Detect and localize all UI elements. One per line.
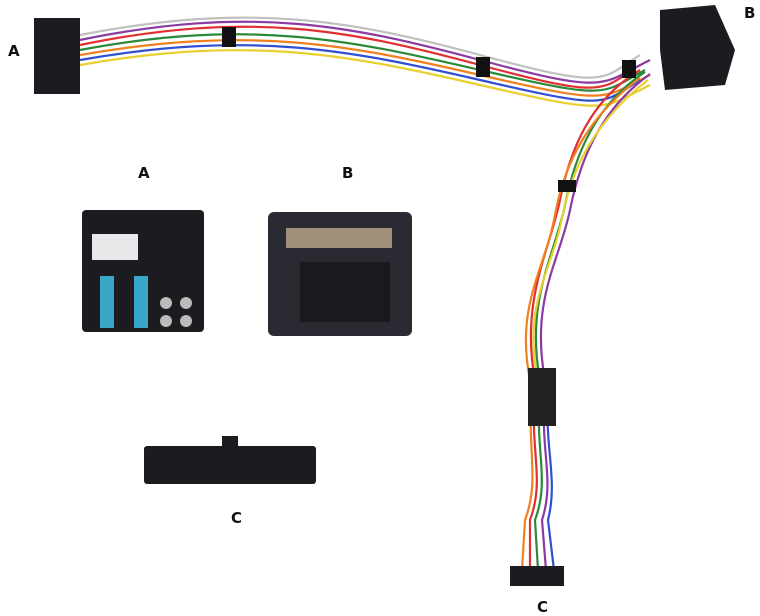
harness-inline-connector [528,368,556,426]
label-connector-b: B [342,164,354,182]
harness-wires [79,16,651,571]
harness-connector-b [660,5,735,90]
connector-a-face [82,210,204,332]
cable-ties [222,27,636,192]
label-harness-a: A [8,42,20,60]
label-connector-c: C [231,509,243,527]
harness-connector-c [510,566,564,586]
label-connector-a: A [138,164,150,182]
connector-b-face [268,212,412,336]
label-harness-b: B [744,4,756,22]
connector-c-face [144,436,316,484]
harness-connector-a [34,18,80,94]
label-harness-c: C [537,598,549,616]
